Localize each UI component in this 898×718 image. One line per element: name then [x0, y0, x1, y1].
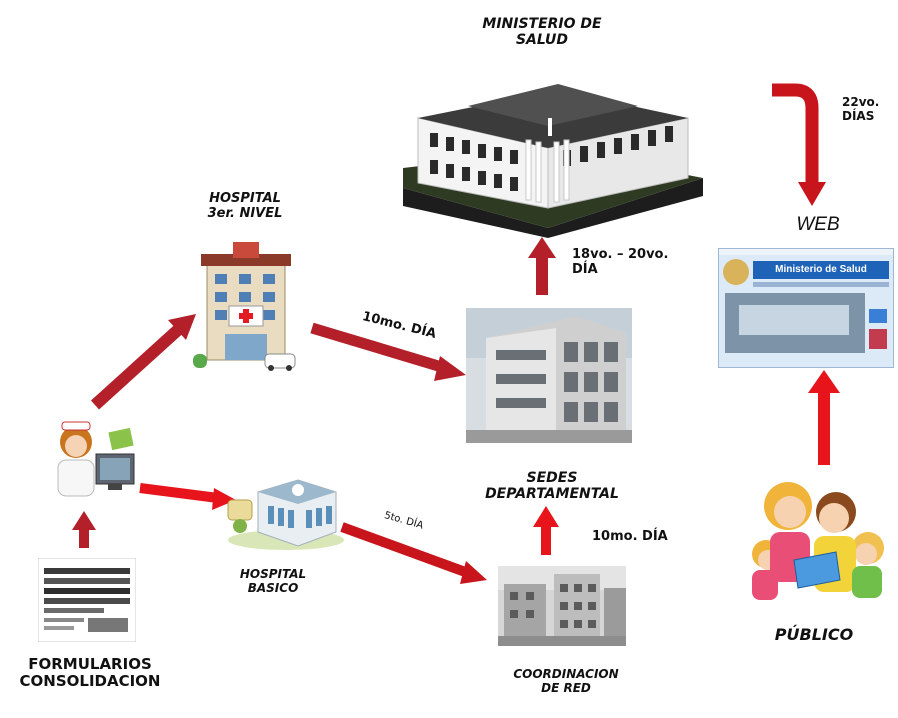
- hospital3-label: HOSPITAL 3er. NIVEL: [190, 191, 300, 222]
- coordinacion-label-line1: COORDINACION: [513, 667, 619, 681]
- arrow-coordinacion-to-sedes: [533, 506, 559, 555]
- hospital-basico-image: [227, 479, 344, 550]
- hospital-basico-label-line1: HOSPITAL: [239, 567, 307, 581]
- hospital-basico-label-line2: BASICO: [247, 580, 299, 595]
- coordinacion-de-red-image: [498, 566, 626, 646]
- ministerio-label-line1: MINISTERIO DE: [482, 16, 602, 32]
- arrow-basico-to-coordinacion: [340, 522, 487, 584]
- step-label-sedes-to-ministerio-line1: 18vo. – 20vo.: [572, 247, 669, 262]
- arrow-publico-to-web: [808, 370, 840, 465]
- sedes-label-line2: DEPARTAMENTAL: [485, 486, 619, 503]
- sedes-departamental-image: [466, 308, 632, 443]
- step-label-ministerio-to-web-line2: DÍAS: [842, 108, 875, 123]
- formularios-label: FORMULARIOS CONSOLIDACION: [6, 655, 174, 691]
- arrow-hospital3-to-sedes: [310, 322, 466, 381]
- arrow-nurse-to-hospital3: [90, 314, 196, 410]
- step-label-ministerio-to-web-line1: 22vo.: [842, 95, 880, 109]
- web-screenshot-image: Ministerio de Salud: [718, 248, 894, 368]
- step-label-coordinacion-to-sedes: 10mo. DÍA: [592, 529, 668, 544]
- hospital3-label-line2: 3er. NIVEL: [207, 205, 283, 221]
- arrow-formularios-to-nurse: [72, 511, 96, 548]
- ministerio-building-image: [403, 84, 703, 238]
- web-label: WEB: [796, 214, 840, 235]
- coordinacion-label-line2: DE RED: [541, 680, 591, 695]
- step-label-sedes-to-ministerio-line2: DÍA: [572, 261, 598, 277]
- step-label-ministerio-to-web: 22vo. DÍAS: [842, 95, 896, 124]
- coat-of-arms-icon: [723, 259, 749, 285]
- hospital-3er-nivel-image: [193, 242, 296, 371]
- coordinacion-label: COORDINACION DE RED: [486, 667, 646, 696]
- arrow-nurse-to-basico: [139, 483, 236, 510]
- formularios-document-image: [38, 558, 136, 642]
- publico-family-image: [752, 482, 884, 600]
- hospital3-label-line1: HOSPITAL: [209, 191, 281, 206]
- hospital-basico-label: HOSPITAL BASICO: [218, 567, 328, 596]
- step-label-sedes-to-ministerio: 18vo. – 20vo. DÍA: [572, 247, 692, 278]
- publico-label: PÚBLICO: [774, 625, 854, 644]
- formularios-label-line2: CONSOLIDACION: [19, 672, 161, 691]
- web-site-title: Ministerio de Salud: [753, 261, 889, 279]
- formularios-label-line1: FORMULARIOS: [28, 655, 152, 673]
- arrow-ministerio-to-web: [772, 83, 826, 206]
- ministerio-label: MINISTERIO DE SALUD: [462, 16, 622, 48]
- sedes-label: SEDES DEPARTAMENTAL: [462, 470, 642, 502]
- nurse-computer-image: [57, 421, 135, 497]
- sedes-label-line1: SEDES: [526, 470, 578, 486]
- arrow-sedes-to-ministerio: [528, 237, 556, 295]
- ministerio-label-line2: SALUD: [515, 32, 569, 49]
